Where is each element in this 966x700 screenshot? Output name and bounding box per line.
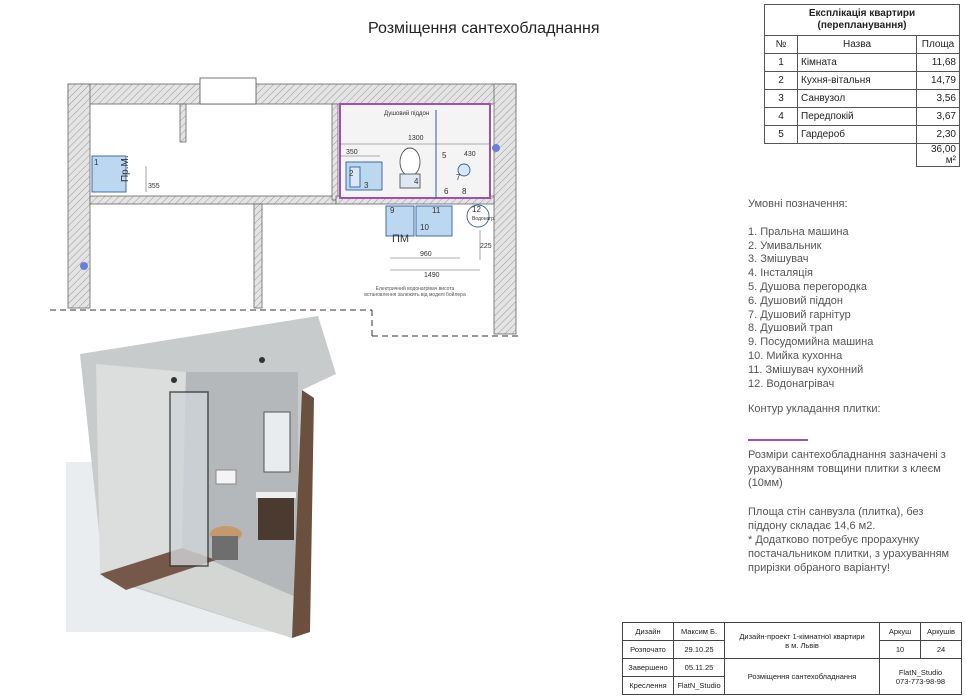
plan-label: 12	[472, 205, 481, 214]
toilet	[399, 147, 421, 177]
note-area: Площа стін санвузла (плитка), без піддон…	[748, 505, 953, 575]
col-name: Назва	[797, 35, 917, 54]
plan-label: 5	[442, 151, 447, 160]
total-area: 36,00 м²	[916, 143, 960, 167]
sheet-title: Розміщення сантехобладнання	[368, 20, 600, 37]
plan-label: 6	[444, 187, 449, 196]
legend-item: 10. Мийка кухонна	[748, 349, 843, 362]
shower-drain	[457, 163, 471, 177]
dim-label: 1300	[408, 135, 424, 142]
boiler-label: Водонагр.	[472, 216, 495, 222]
legend-item: 1. Пральна машина	[748, 225, 849, 238]
plan-note-bottom: Електричний водонагрівач висота встановл…	[364, 286, 466, 298]
equipment	[80, 144, 500, 270]
legend-item: 6. Душовий піддон	[748, 294, 843, 307]
dim-label: 355	[148, 183, 160, 190]
legend-item: 9. Посудомийна машина	[748, 336, 874, 349]
plan-label: 1	[94, 158, 99, 167]
section-lines	[50, 309, 520, 337]
dim-label: 225	[480, 243, 492, 250]
table-row: 4 Передпокій 3,67	[764, 107, 960, 126]
dimension-lines	[145, 143, 490, 271]
dim-label: 1490	[424, 272, 440, 279]
plan-label: 10	[420, 223, 429, 232]
washing-machine	[91, 155, 127, 193]
col-area: Площа	[916, 35, 960, 54]
plan-label: 7	[456, 173, 461, 182]
tile-contour-swatch	[748, 439, 808, 441]
dim-label: 430	[464, 151, 476, 158]
dishwasher	[385, 205, 415, 237]
plan-note-top: Душовий піддон	[384, 110, 429, 117]
legend-header: Умовні позначення:	[748, 198, 848, 210]
plan-label: 2	[349, 169, 354, 178]
plan-label: 11	[432, 206, 441, 215]
col-no: №	[764, 35, 798, 54]
bathroom-render	[66, 316, 336, 638]
plan-label: 9	[390, 206, 395, 215]
title-block: Дизайн Максим Б. Дизайн-проект 1-кімнатн…	[622, 622, 962, 695]
tile-contour-label: Контур укладання плитки:	[748, 403, 881, 416]
dim-label: 350	[346, 149, 358, 156]
legend-item: 8. Душовий трап	[748, 322, 833, 335]
plan-label: 4	[414, 177, 419, 186]
legend: Умовні позначення: 1. Пральна машина 2. …	[748, 198, 958, 417]
legend-item: 12. Водонагрівач	[748, 377, 835, 390]
table-row: 3 Санвузол 3,56	[764, 89, 960, 108]
legend-item: 7. Душовий гарнітур	[748, 308, 851, 321]
walls	[67, 77, 517, 335]
table-row: 2 Кухня-вітальня 14,79	[764, 71, 960, 90]
legend-item: 5. Душова перегородка	[748, 280, 868, 293]
table-row: 1 Кімната 11,68	[764, 53, 960, 72]
explication-title: Експлікація квартири	[808, 8, 916, 19]
dim-label: 960	[420, 251, 432, 258]
note-extra: * Додатково потребує прорахунку постачал…	[748, 534, 950, 574]
floor-plan: 1 Пр.М. ПМ 2 3 4 5 6 7 8 9 10 11 12 1300…	[50, 77, 520, 337]
water-heater	[466, 204, 490, 228]
plan-label: 3	[364, 181, 369, 190]
legend-list: 1. Пральна машина 2. Умивальник 3. Змішу…	[748, 226, 958, 392]
legend-item: 4. Інсталяція	[748, 267, 813, 280]
legend-item: 3. Змішувач	[748, 253, 809, 266]
note-wall-area: Площа стін санвузла (плитка), без піддон…	[748, 506, 924, 532]
plan-label: Пр.М.	[120, 155, 131, 182]
kitchen-sink	[415, 205, 453, 237]
legend-item: 11. Змішувач кухонний	[748, 363, 864, 376]
plan-label: 8	[462, 187, 467, 196]
legend-item: 2. Умивальник	[748, 239, 822, 252]
plan-label: ПМ	[392, 233, 409, 245]
note-dimensions: Розміри сантехобладнання зазначені з ура…	[748, 449, 946, 489]
explication-subtitle: (перепланування)	[817, 20, 907, 31]
table-row: 5 Гардероб 2,30	[764, 125, 960, 144]
explication-table: Експлікація квартири (перепланування) № …	[764, 4, 960, 167]
